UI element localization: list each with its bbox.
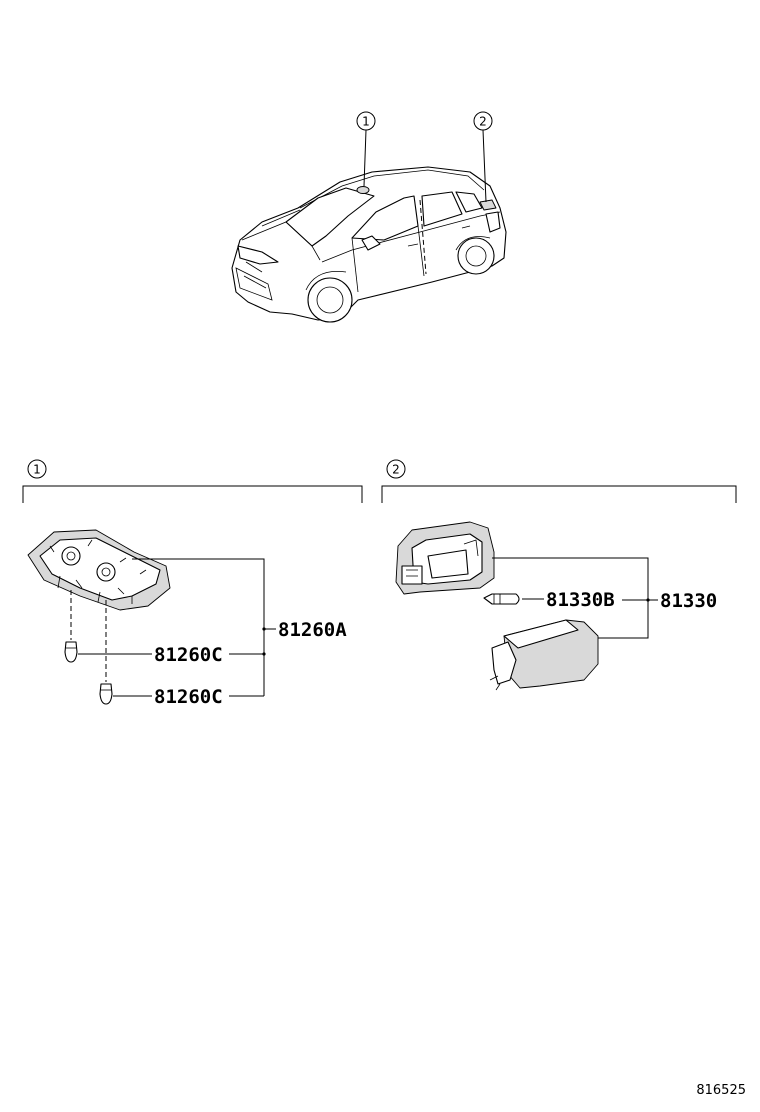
section-1-circle	[27, 459, 47, 479]
part-label-81260C-2[interactable]: 81260C	[154, 686, 223, 708]
rear-wheel	[455, 236, 495, 275]
location-number-2: 2	[479, 115, 487, 129]
location-callout-2: 2	[473, 111, 493, 203]
location-number-1: 1	[362, 115, 370, 129]
dome-bulb-2	[99, 683, 113, 705]
luggage-lamp-bulb	[483, 593, 520, 605]
dome-bulb-1	[64, 641, 78, 663]
part-label-81260C-1[interactable]: 81260C	[154, 644, 223, 666]
section-1-bracket	[22, 485, 363, 503]
location-callout-1: 1	[356, 111, 376, 187]
section-1-number: 1	[33, 463, 41, 477]
dome-lamp-housing	[27, 529, 171, 611]
part-label-81330[interactable]: 81330	[660, 590, 717, 612]
part-label-81330B[interactable]: 81330B	[546, 589, 615, 611]
section-2-number: 2	[392, 463, 400, 477]
diagram-code: 816525	[696, 1083, 746, 1098]
dome-lamp-location-marker	[356, 186, 370, 194]
luggage-lamp-housing	[395, 521, 495, 595]
section-2-circle	[386, 459, 406, 479]
section-2-luggage-lamp: 2 81330B 81330	[381, 459, 737, 691]
luggage-lamp-lens	[489, 619, 599, 691]
front-wheel	[305, 271, 353, 323]
section-1-dome-lamp: 1	[22, 459, 363, 708]
car-illustration	[231, 166, 507, 323]
section-2-bracket	[381, 485, 737, 503]
part-label-81260A[interactable]: 81260A	[278, 619, 347, 641]
luggage-lamp-location-marker	[479, 199, 497, 211]
